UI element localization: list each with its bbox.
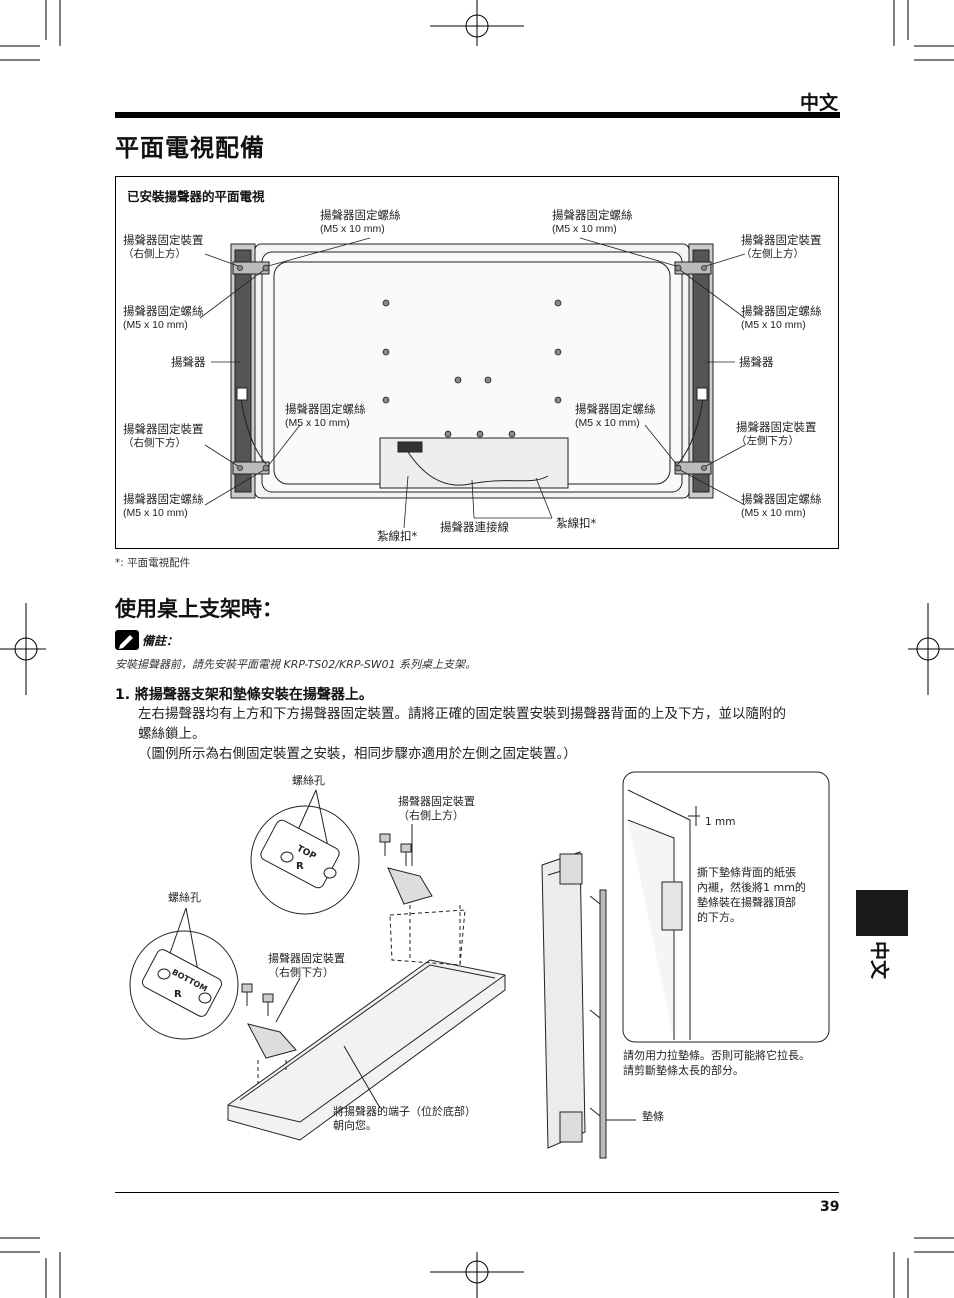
tv-figure-frame xyxy=(115,176,839,549)
label-screw-mid-left: 揚聲器固定螺絲(M5 x 10 mm) xyxy=(285,402,366,429)
footer-rule xyxy=(115,1192,839,1193)
header-rule xyxy=(115,112,840,118)
step-line: 螺絲鎖上。 xyxy=(138,726,206,742)
step-line: （圖例所示為右側固定裝置之安裝，相同步驟亦適用於左側之固定裝置。） xyxy=(138,746,577,762)
side-tab-label: 中文 xyxy=(868,940,890,979)
warning-line: 請勿用力拉墊條。否則可能將它拉長。 xyxy=(623,1049,810,1062)
label-terminal: 將揚聲器的端子（位於底部）朝向您。 xyxy=(333,1105,476,1132)
warning-line: 請剪斷墊條太長的部分。 xyxy=(623,1064,744,1077)
bottom-r-mark: R xyxy=(174,989,182,1000)
top-r-mark: R xyxy=(296,861,304,872)
note-heading: 備註： xyxy=(142,634,179,648)
label-screw-top-left: 揚聲器固定螺絲(M5 x 10 mm) xyxy=(320,208,401,235)
label-screw-bottom-left: 揚聲器固定螺絲(M5 x 10 mm) xyxy=(123,492,204,519)
label-screw-hole-top: 螺絲孔 xyxy=(292,774,325,787)
pad-instr-line: 撕下墊條背面的紙張 xyxy=(697,866,796,879)
label-bracket-bottom: 揚聲器固定裝置（右側下方） xyxy=(268,952,345,979)
note-pencil-icon xyxy=(115,630,139,650)
label-screw-mid-right: 揚聲器固定螺絲(M5 x 10 mm) xyxy=(575,402,656,429)
label-screw-top-right: 揚聲器固定螺絲(M5 x 10 mm) xyxy=(552,208,633,235)
label-bracket-left-top: 揚聲器固定裝置（左側上方） xyxy=(741,233,822,260)
label-bracket-right-bottom: 揚聲器固定裝置（右側下方） xyxy=(123,422,204,449)
label-speaker-right: 揚聲器 xyxy=(739,355,774,369)
label-tie-left: 紮線扣* xyxy=(377,529,418,543)
label-pad-instructions: 撕下墊條背面的紙張 內襯，然後將1 mm的 墊條裝在揚聲器頂部 的下方。 xyxy=(697,865,806,925)
label-speaker-left: 揚聲器 xyxy=(171,355,206,369)
label-screw-hole-left: 螺絲孔 xyxy=(168,891,201,904)
page-number: 39 xyxy=(820,1199,840,1215)
footnote: *: 平面電視配件 xyxy=(115,557,191,569)
side-tab-block xyxy=(856,890,908,936)
pad-instr-line: 內襯，然後將1 mm的 xyxy=(697,881,806,894)
label-warning: 請勿用力拉墊條。否則可能將它拉長。 請剪斷墊條太長的部分。 xyxy=(623,1048,810,1078)
label-screw-right-1: 揚聲器固定螺絲(M5 x 10 mm) xyxy=(741,304,822,331)
label-tie-right: 紮線扣* xyxy=(556,516,597,530)
figure-title: 已安裝揚聲器的平面電視 xyxy=(127,189,265,204)
tv-back-illustration xyxy=(199,237,746,529)
step-heading: 1. 將揚聲器支架和墊條安裝在揚聲器上。 xyxy=(115,687,373,703)
step-line: 左右揚聲器均有上方和下方揚聲器固定裝置。請將正確的固定裝置安裝到揚聲器背面的上及… xyxy=(138,706,786,722)
pad-instr-line: 的下方。 xyxy=(697,911,741,924)
note-text: 安裝揚聲器前，請先安裝平面電視 KRP-TS02/KRP-SW01 系列桌上支架… xyxy=(115,658,477,671)
label-cable: 揚聲器連接線 xyxy=(440,520,509,534)
step-body: 左右揚聲器均有上方和下方揚聲器固定裝置。請將正確的固定裝置安裝到揚聲器背面的上及… xyxy=(138,704,838,764)
pad-instr-line: 墊條裝在揚聲器頂部 xyxy=(697,896,796,909)
label-bracket-right-top: 揚聲器固定裝置（右側上方） xyxy=(123,233,204,260)
section-title: 平面電視配備 xyxy=(115,134,265,162)
label-bracket-left-bottom: 揚聲器固定裝置（左側下方） xyxy=(736,420,817,447)
label-gap: 1 mm xyxy=(705,816,736,828)
label-screw-left-1: 揚聲器固定螺絲(M5 x 10 mm) xyxy=(123,304,204,331)
label-pad: 墊條 xyxy=(642,1110,664,1123)
label-bracket-top: 揚聲器固定裝置（右側上方） xyxy=(398,795,475,822)
section2-title: 使用桌上支架時： xyxy=(115,597,283,621)
language-label: 中文 xyxy=(800,92,839,114)
label-screw-bottom-right: 揚聲器固定螺絲(M5 x 10 mm) xyxy=(741,492,822,519)
